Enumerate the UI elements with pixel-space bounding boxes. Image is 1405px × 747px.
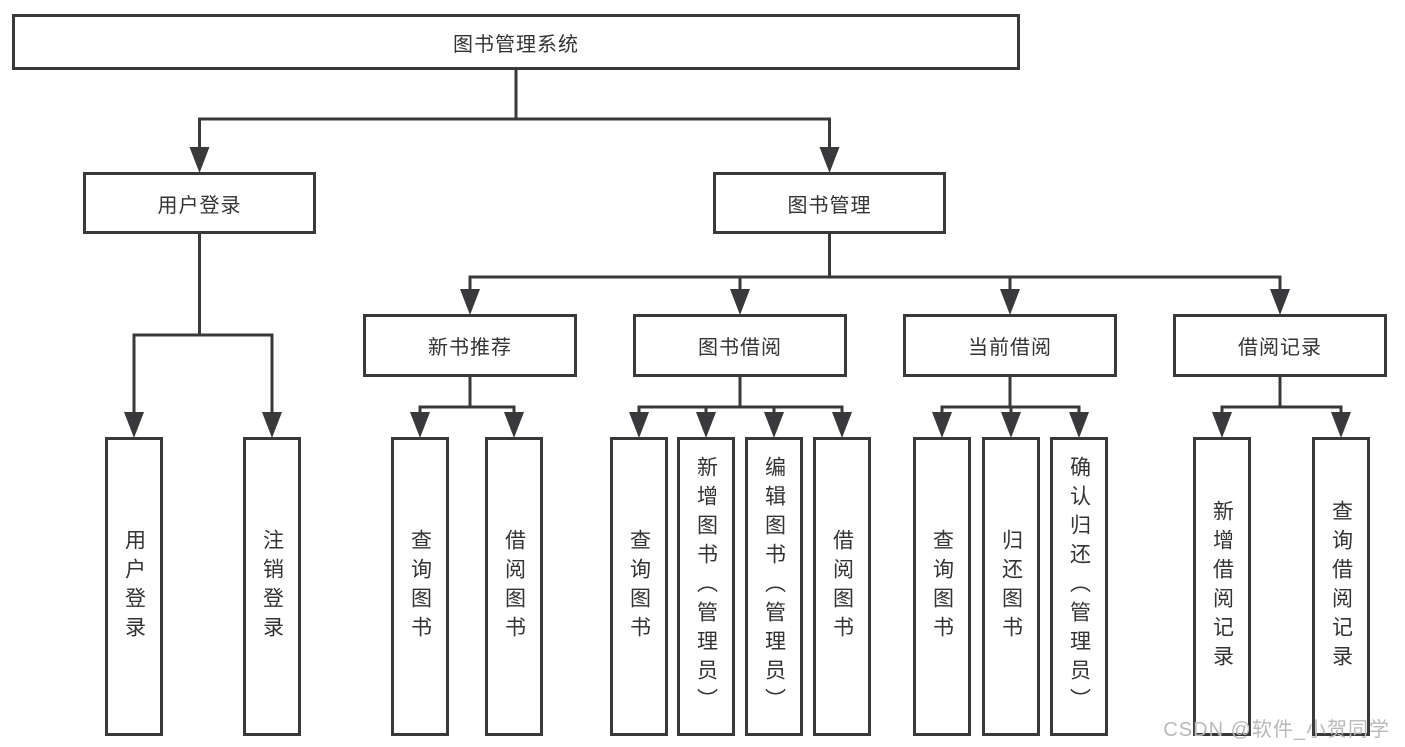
arrowhead-icon <box>1000 289 1020 315</box>
arrowhead-icon <box>629 412 649 438</box>
node-mgmt: 图书管理 <box>713 172 946 234</box>
node-records-add: 新增借阅记录 <box>1193 437 1251 736</box>
arrowhead-icon <box>819 147 840 173</box>
arrowhead-icon <box>932 412 952 438</box>
node-rec-borrow: 借阅图书 <box>485 437 543 736</box>
watermark: CSDN @软件_小贺同学 <box>1163 719 1390 741</box>
arrowhead-icon <box>1001 412 1021 438</box>
node-borrow-query: 查询图书 <box>610 437 668 736</box>
arrowhead-icon <box>1331 412 1351 438</box>
arrowhead-icon <box>1270 289 1290 315</box>
arrowhead-icon <box>410 412 430 438</box>
node-borrow-add: 新增图书︵管理员︶ <box>677 437 735 736</box>
arrowhead-icon <box>1069 412 1089 438</box>
node-rec: 新书推荐 <box>363 314 577 377</box>
node-rec-query: 查询图书 <box>391 437 449 736</box>
node-records-query: 查询借阅记录 <box>1312 437 1370 736</box>
node-login-logout: 注销登录 <box>243 437 301 736</box>
node-login-user: 用户登录 <box>105 437 163 736</box>
node-borrow-borrow: 借阅图书 <box>813 437 871 736</box>
arrowhead-icon <box>696 412 716 438</box>
node-borrow-edit: 编辑图书︵管理员︶ <box>745 437 803 736</box>
arrowhead-icon <box>730 289 750 315</box>
node-borrow: 图书借阅 <box>633 314 847 377</box>
node-current-query: 查询图书 <box>913 437 971 736</box>
node-current-return: 归还图书 <box>982 437 1040 736</box>
node-current-confirm: 确认归还︵管理员︶ <box>1050 437 1108 736</box>
node-records: 借阅记录 <box>1173 314 1387 377</box>
arrowhead-icon <box>504 412 524 438</box>
node-root: 图书管理系统 <box>12 14 1020 70</box>
node-login: 用户登录 <box>83 172 316 234</box>
arrowhead-icon <box>1212 412 1232 438</box>
arrowhead-icon <box>832 412 852 438</box>
arrowhead-icon <box>262 412 282 438</box>
node-current: 当前借阅 <box>903 314 1117 377</box>
arrowhead-icon <box>460 289 480 315</box>
arrowhead-icon <box>189 147 210 173</box>
arrowhead-icon <box>764 412 784 438</box>
arrowhead-icon <box>124 412 144 438</box>
